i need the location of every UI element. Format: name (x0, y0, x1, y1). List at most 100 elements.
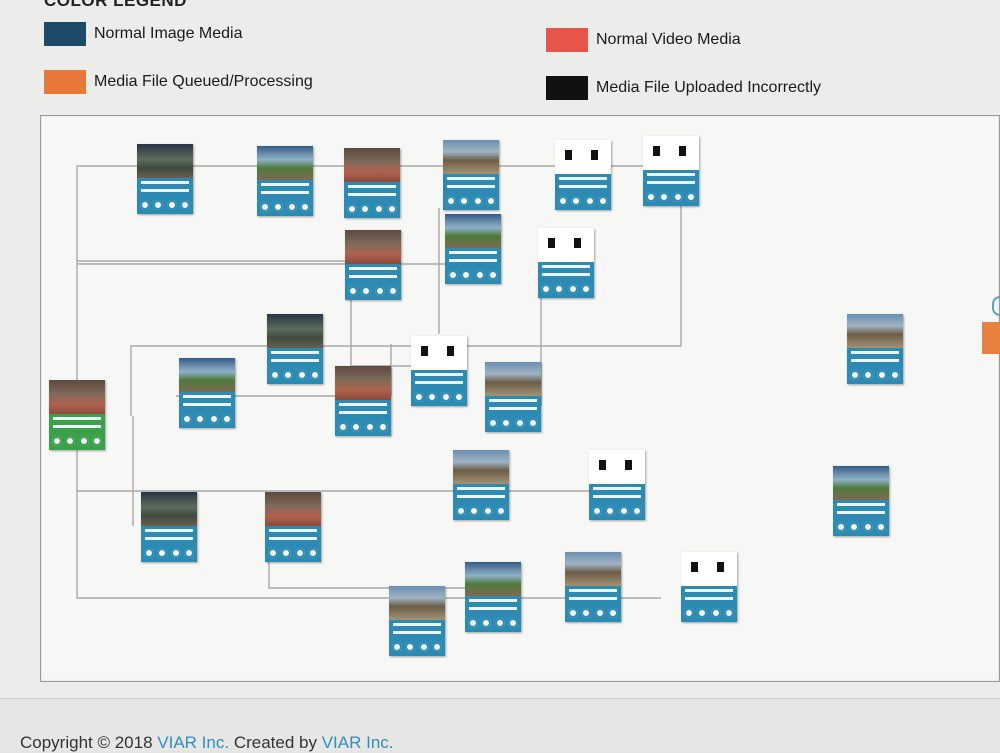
node-action-button[interactable] (594, 608, 605, 618)
node-action-button[interactable] (567, 284, 578, 294)
node-action-button[interactable] (360, 204, 371, 214)
node-action-button[interactable] (607, 608, 618, 618)
node-action-button[interactable] (286, 202, 297, 212)
media-node[interactable] (445, 214, 501, 284)
node-action-button[interactable] (386, 204, 397, 214)
node-action-button[interactable] (472, 196, 483, 206)
node-action-button[interactable] (78, 436, 89, 446)
node-action-button[interactable] (268, 548, 278, 558)
media-node[interactable] (847, 314, 903, 384)
node-action-button[interactable] (273, 202, 284, 212)
video-node[interactable] (589, 450, 645, 520)
video-node[interactable] (681, 552, 737, 622)
node-action-button[interactable] (876, 370, 887, 380)
node-action-button[interactable] (527, 418, 538, 428)
node-action-button[interactable] (507, 618, 518, 628)
node-action-button[interactable] (377, 422, 388, 432)
node-action-button[interactable] (347, 204, 357, 214)
node-action-button[interactable] (558, 196, 568, 206)
node-action-button[interactable] (849, 522, 860, 532)
node-action-button[interactable] (309, 370, 320, 380)
node-action-button[interactable] (307, 548, 318, 558)
video-node[interactable] (538, 228, 594, 298)
node-action-button[interactable] (221, 414, 232, 424)
media-node[interactable] (335, 366, 391, 436)
node-action-button[interactable] (144, 548, 154, 558)
media-node[interactable] (443, 140, 499, 210)
node-action-button[interactable] (597, 196, 608, 206)
node-action-button[interactable] (659, 192, 670, 202)
media-node[interactable] (389, 586, 445, 656)
node-action-button[interactable] (65, 436, 76, 446)
node-action-button[interactable] (440, 392, 451, 402)
node-action-button[interactable] (374, 286, 385, 296)
node-action-button[interactable] (456, 506, 466, 516)
node-action-button[interactable] (481, 618, 492, 628)
node-action-button[interactable] (685, 192, 696, 202)
node-action-button[interactable] (482, 506, 493, 516)
node-action-button[interactable] (364, 422, 375, 432)
media-node[interactable] (137, 144, 193, 214)
node-action-button[interactable] (581, 608, 592, 618)
node-action-button[interactable] (836, 522, 846, 532)
node-action-button[interactable] (448, 270, 458, 280)
media-node[interactable] (267, 314, 323, 384)
node-action-button[interactable] (605, 506, 616, 516)
node-action-button[interactable] (863, 370, 874, 380)
node-action-button[interactable] (296, 370, 307, 380)
node-action-button[interactable] (474, 270, 485, 280)
node-action-button[interactable] (468, 618, 478, 628)
node-action-button[interactable] (889, 370, 900, 380)
node-action-button[interactable] (373, 204, 384, 214)
node-action-button[interactable] (723, 608, 734, 618)
node-action-button[interactable] (418, 642, 429, 652)
media-node[interactable] (257, 146, 313, 216)
video-node[interactable] (555, 140, 611, 210)
node-action-button[interactable] (183, 548, 194, 558)
creator-link[interactable]: VIAR Inc. (321, 733, 394, 752)
node-action-button[interactable] (862, 522, 873, 532)
media-node[interactable] (565, 552, 621, 622)
partial-processing-node[interactable] (982, 322, 1000, 354)
node-action-button[interactable] (140, 200, 150, 210)
node-action-button[interactable] (554, 284, 565, 294)
node-action-button[interactable] (672, 192, 683, 202)
node-action-button[interactable] (427, 392, 438, 402)
node-action-button[interactable] (299, 202, 310, 212)
media-node[interactable] (141, 492, 197, 562)
node-action-button[interactable] (494, 618, 505, 628)
node-action-button[interactable] (541, 284, 551, 294)
node-action-button[interactable] (166, 200, 177, 210)
node-action-button[interactable] (697, 608, 708, 618)
node-action-button[interactable] (208, 414, 219, 424)
node-action-button[interactable] (361, 286, 372, 296)
node-action-button[interactable] (446, 196, 456, 206)
node-action-button[interactable] (710, 608, 721, 618)
node-action-button[interactable] (459, 196, 470, 206)
node-action-button[interactable] (91, 436, 102, 446)
media-node[interactable] (833, 466, 889, 536)
node-action-button[interactable] (294, 548, 305, 558)
node-action-button[interactable] (153, 200, 164, 210)
node-action-button[interactable] (453, 392, 464, 402)
node-action-button[interactable] (850, 370, 860, 380)
node-action-button[interactable] (170, 548, 181, 558)
node-action-button[interactable] (52, 436, 62, 446)
media-node[interactable] (453, 450, 509, 520)
node-action-button[interactable] (179, 200, 190, 210)
node-action-button[interactable] (488, 418, 498, 428)
node-action-button[interactable] (283, 370, 294, 380)
node-action-button[interactable] (875, 522, 886, 532)
node-action-button[interactable] (392, 642, 402, 652)
node-action-button[interactable] (338, 422, 348, 432)
node-action-button[interactable] (684, 608, 694, 618)
media-node[interactable] (345, 230, 401, 300)
node-action-button[interactable] (485, 196, 496, 206)
node-action-button[interactable] (414, 392, 424, 402)
company-link[interactable]: VIAR Inc. (157, 733, 230, 752)
node-action-button[interactable] (584, 196, 595, 206)
node-action-button[interactable] (195, 414, 206, 424)
node-action-button[interactable] (646, 192, 656, 202)
node-action-button[interactable] (618, 506, 629, 516)
node-action-button[interactable] (270, 370, 280, 380)
